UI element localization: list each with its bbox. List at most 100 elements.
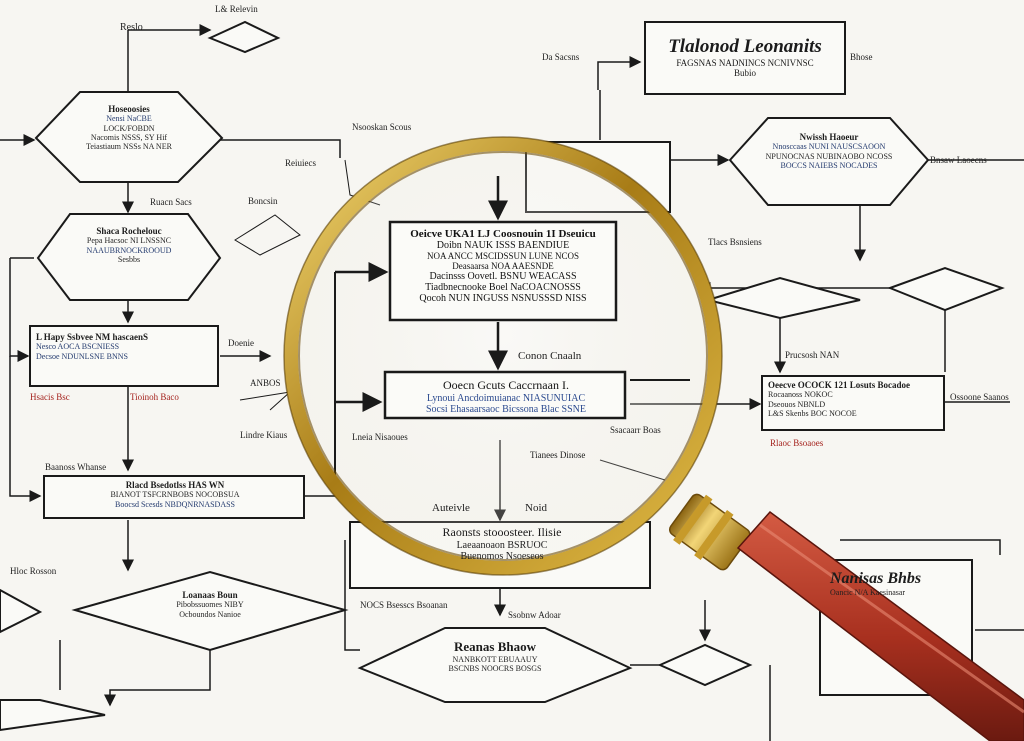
- scatter-label: NOCS Bsesscs Bsoanan: [360, 600, 448, 610]
- scatter-label: Lneia Nisaoues: [352, 432, 408, 442]
- hex2-line2: NAAUBRNOCKROOUD: [86, 245, 172, 255]
- mag-main-line3: Deasaarsa NOA AAESNDE: [452, 261, 554, 271]
- right-hex-line3: BOCCS NAIEBS NOCADES: [780, 160, 878, 170]
- hex1-line4: Teiastiaum NSSs NA NER: [86, 141, 172, 151]
- mag-mid-line1: Lynoui Ancdoimuianac NIASUNUIAC: [426, 393, 586, 404]
- top-diamond: [207, 20, 281, 54]
- scatter-label: Tioinoh Baco: [130, 392, 179, 402]
- hex-node-1-text: Hoseoosies Nensi NaCBE LOCK/FOBDN Nacomi…: [66, 104, 192, 151]
- scatter-label: Rlaoc Bsoaoes: [770, 438, 824, 448]
- left-edge-diamond: [0, 588, 43, 634]
- right-hex-node: [728, 117, 930, 206]
- scatter-label: Noid: [525, 502, 547, 514]
- diamond-node-5: [71, 570, 349, 652]
- magnifier-ferrule: [668, 493, 751, 571]
- scatter-label: Hloc Rosson: [10, 566, 57, 576]
- box3-line2: Decsoe NDUNLSNE BNNS: [36, 351, 128, 361]
- magnifier-rim: [284, 137, 722, 575]
- label-ref: Reslo: [120, 22, 143, 33]
- bottom-center-text: Raonsts stooosteer. Ilisie Laeaanoaon BS…: [360, 525, 644, 563]
- scatter-label: Nsooskan Scous: [352, 122, 412, 132]
- hex1-line2: LOCK/FOBDN: [103, 123, 155, 133]
- mag-main-line1: Doibn NAUK ISSS BAENDIUE: [436, 240, 570, 251]
- scatter-label: Baanoss Whanse: [45, 462, 107, 472]
- box-node-3-text: L Hapy Ssbvee NM hascaenS Nesco AOCA BSC…: [36, 332, 214, 361]
- right-box-node: [761, 375, 945, 431]
- box4-title: Rlacd Bsedotlss HAS WN: [125, 480, 225, 490]
- hex2-line3: Sesbbs: [117, 254, 141, 264]
- scatter-label: Auteivle: [432, 502, 470, 514]
- box3-line1: Nesco AOCA BSCNIESS: [36, 342, 120, 352]
- scatter-label: Prucsosh NAN: [785, 350, 840, 360]
- scatter-label: Tianees Dinose: [530, 450, 586, 460]
- hex1-line3: Nacomis NSSS, SY Hif: [90, 132, 168, 142]
- title-box: Tlalonod Leonanits FAGSNAS NADNINCS NCNI…: [645, 22, 845, 94]
- scatter-label: Reiuiecs: [285, 158, 316, 168]
- scatter-label: ANBOS: [250, 378, 281, 388]
- scatter-label: Hsacis Bsc: [30, 392, 70, 402]
- dia5-line2: Ocboundos Nanioe: [179, 609, 241, 619]
- mag-main-line6: Qocoh NUN INGUSS NSNUSSSD NISS: [419, 293, 587, 304]
- box4-line2: Boocsd Scesds NBDQNRNASDASS: [114, 499, 235, 509]
- bottom-hex-text: Reanas Bhaow NANBKOTT EBUAAUY BSCNBS NOO…: [395, 639, 595, 673]
- bottom-center-line1: Laeaanoaon BSRUOC: [456, 539, 548, 551]
- dia5-line1: Pibobssuomes NIBY: [176, 600, 244, 610]
- box-node-4-text: Rlacd Bsedotlss HAS WN BIANOT TSFCRNBOBS…: [50, 480, 300, 509]
- right-small-diamond: [887, 266, 1005, 312]
- mag-mid-title: Ooecn Gcuts Caccrnaan I.: [443, 378, 569, 392]
- hex2-line1: Pepa Hacsoc NI LNSSNC: [86, 236, 172, 246]
- hex1-line1: Nensi NaCBE: [106, 114, 152, 124]
- scatter-label: Bnsaw Laoecns: [930, 155, 987, 165]
- hex-node-2: [36, 213, 222, 301]
- right-box-text: Oeecve OCOCK 121 Losuts Bocadoe Rocaanos…: [768, 380, 940, 418]
- scatter-label: Ossoone Saanos: [950, 392, 1009, 402]
- label-sacsns: Da Sacsns: [542, 52, 580, 62]
- right-bottom-title: Nanisas Bhbs: [830, 570, 922, 587]
- mag-main-text: Oeicve UKA1 LJ Coosnouin 1I Dseuicu Doib…: [398, 228, 608, 304]
- magnifier-handle: [736, 510, 1024, 741]
- mag-main-line5: Tiadbnecnooke Boel NaCOACNOSSS: [425, 282, 581, 293]
- right-box-title: Oeecve OCOCK 121 Losuts Bocadoe: [768, 380, 910, 390]
- hex-node-1: [34, 91, 224, 183]
- mag-box-mid: [383, 370, 627, 420]
- bottom-small-diamond: [657, 643, 753, 687]
- scatter-label: Boncsin: [248, 196, 278, 206]
- box4-line1: BIANOT TSFCRNBOBS NOCOBSUA: [110, 490, 240, 500]
- diamond-node-5-text: Loanaas Boun Pibobssuomes NIBY Ocboundos…: [140, 590, 280, 619]
- scatter-label: Tlacs Bsnsiens: [708, 237, 762, 247]
- scatter-label: Ruacn Sacs: [150, 197, 192, 207]
- right-hex-text: Nwissh Haoeur Nnosccaas NUNI NAUSCSAOON …: [748, 132, 910, 170]
- right-bottom-line1: Oancic N/A Kaesinasar: [830, 588, 906, 598]
- scatter-label: Ssacaarr Boas: [610, 425, 661, 435]
- hex2-title: Shaca Rochelouc: [96, 226, 162, 236]
- right-hex-line1: Nnosccaas NUNI NAUSCSAOON: [772, 142, 886, 152]
- hex-node-2-text: Shaca Rochelouc Pepa Hacsoc NI LNSSNC NA…: [54, 226, 204, 264]
- mag-mid-text: Ooecn Gcuts Caccrnaan I. Lynoui Ancdoimu…: [392, 378, 620, 415]
- box-node-4: [43, 475, 305, 519]
- dia5-title: Loanaas Boun: [182, 590, 238, 600]
- bottom-left-diamond: [0, 699, 106, 732]
- title-subline: FAGSNAS NADNINCS NCNIVNSC: [676, 58, 814, 68]
- mag-main-line4: Dacinsss Oovetl. BSNU WEACASS: [429, 271, 577, 282]
- label-hose: Bhose: [850, 52, 873, 62]
- label-top: L& Relevin: [215, 4, 258, 14]
- bottom-hex-node: [357, 627, 633, 703]
- bottom-center-title: Raonsts stooosteer. Ilisie: [442, 525, 562, 539]
- bottom-hex-title: Reanas Bhaow: [454, 639, 536, 654]
- right-hex-line2: NPUNOCNAS NUBINAOBO NCOSS: [765, 151, 893, 161]
- right-bottom-text: Nanisas Bhbs Oancic N/A Kaesinasar: [830, 570, 966, 598]
- box-node-3: [29, 325, 219, 387]
- magnifier: [283, 136, 1024, 741]
- title-heading: Tlalonod Leonanits: [668, 36, 822, 57]
- bottom-hex-line1: NANBKOTT EBUAAUY: [452, 654, 538, 664]
- scatter-label: Lindre Kiaus: [240, 430, 288, 440]
- bottom-center-line2: Buenomos Nsoeseos: [460, 551, 544, 563]
- mag-box-main: [388, 220, 618, 322]
- hex1-title: Hoseoosies: [108, 104, 150, 114]
- right-box-line3: L&S Skenbs BOC NOCOE: [768, 408, 857, 418]
- title-box-frame: [644, 21, 846, 95]
- box3-title: L Hapy Ssbvee NM hascaenS: [36, 332, 149, 342]
- scatter-label: Ssobnw Adoar: [508, 610, 561, 620]
